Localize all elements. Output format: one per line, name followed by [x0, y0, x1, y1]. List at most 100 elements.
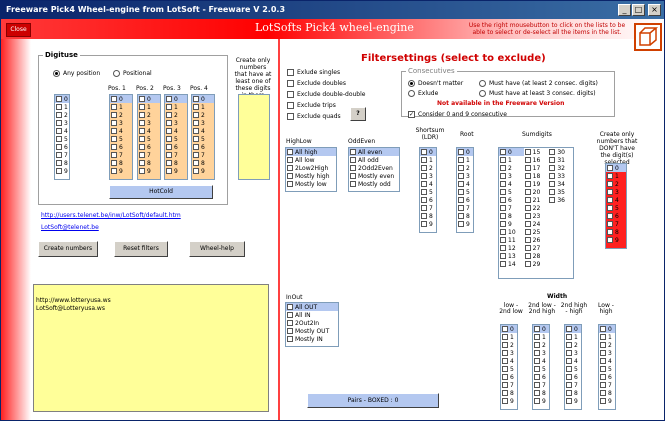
list-item[interactable]: 0	[457, 148, 473, 156]
list-item[interactable]: 0	[420, 148, 436, 156]
list-item[interactable]: 6	[606, 212, 626, 220]
list-item[interactable]: 7	[55, 151, 69, 159]
list-item[interactable]: 0	[138, 95, 160, 103]
list-item[interactable]: 7	[420, 204, 436, 212]
list-item[interactable]: 0	[606, 164, 626, 172]
exclude-checkbox[interactable]: Exclude trips	[287, 102, 336, 109]
list-item[interactable]: 16	[524, 156, 549, 164]
list-item[interactable]: 7	[499, 204, 524, 212]
list-item[interactable]: 2	[165, 111, 187, 119]
list-item[interactable]: 8	[606, 228, 626, 236]
list-item[interactable]: 6	[499, 196, 524, 204]
consider09-checkbox[interactable]: ✓Consider 0 and 9 consecutive	[408, 111, 507, 118]
list-item[interactable]: Mostly high	[286, 172, 336, 180]
list-item[interactable]: 2	[606, 180, 626, 188]
list-item[interactable]: 3	[55, 119, 69, 127]
list-item[interactable]: 26	[524, 236, 549, 244]
list-item[interactable]: 9	[565, 397, 581, 405]
list-item[interactable]: 30	[548, 148, 573, 156]
list-item[interactable]: 5	[165, 135, 187, 143]
list-item[interactable]: 8	[501, 389, 517, 397]
list-item[interactable]: 9	[533, 397, 549, 405]
list-item[interactable]: 27	[524, 244, 549, 252]
list-item[interactable]: All odd	[349, 156, 399, 164]
list-item[interactable]: 2	[55, 111, 69, 119]
list-item[interactable]: 3	[533, 349, 549, 357]
list-item[interactable]: 10	[499, 228, 524, 236]
list-item[interactable]: 4	[501, 357, 517, 365]
list-item[interactable]: 7	[110, 151, 132, 159]
list-item[interactable]: 7	[599, 381, 615, 389]
list-item[interactable]: 1	[165, 103, 187, 111]
reset-filters-button[interactable]: Reset filters	[114, 241, 168, 257]
list-item[interactable]: Mostly even	[349, 172, 399, 180]
list-item[interactable]: 8	[165, 159, 187, 167]
list-item[interactable]: All IN	[286, 311, 338, 319]
list-item[interactable]: 0	[599, 325, 615, 333]
radio-doesnt-matter[interactable]: Doesn't matter	[408, 80, 463, 87]
list-item[interactable]: 2	[138, 111, 160, 119]
list-item[interactable]: 5	[565, 365, 581, 373]
list-item[interactable]: 4	[110, 127, 132, 135]
list-item[interactable]: All OUT	[286, 303, 338, 311]
list-item[interactable]: 5	[499, 188, 524, 196]
list-item[interactable]: 1	[457, 156, 473, 164]
list-item[interactable]: 24	[524, 220, 549, 228]
list-item[interactable]: 4	[606, 196, 626, 204]
list-item[interactable]: 5	[533, 365, 549, 373]
list-item[interactable]: 3	[457, 172, 473, 180]
list-item[interactable]: 4	[599, 357, 615, 365]
output-textarea[interactable]: http://www.lotteryusa.ws LotSoft@Lottery…	[33, 284, 269, 412]
list-item[interactable]: 6	[192, 143, 214, 151]
list-item[interactable]: Mostly odd	[349, 180, 399, 188]
list-item[interactable]: 9	[499, 220, 524, 228]
list-item[interactable]: 6	[55, 143, 69, 151]
list-item[interactable]: 23	[524, 212, 549, 220]
list-item[interactable]: 9	[420, 220, 436, 228]
list-item[interactable]: 4	[420, 180, 436, 188]
list-item[interactable]: 8	[533, 389, 549, 397]
list-item[interactable]: 2	[192, 111, 214, 119]
list-item[interactable]: 20	[524, 188, 549, 196]
list-item[interactable]: 7	[565, 381, 581, 389]
list-item[interactable]: 33	[548, 172, 573, 180]
list-item[interactable]: 9	[599, 397, 615, 405]
list-item[interactable]: 7	[192, 151, 214, 159]
list-item[interactable]: 1	[192, 103, 214, 111]
list-item[interactable]: 3	[165, 119, 187, 127]
list-item[interactable]: 6	[533, 373, 549, 381]
list-item[interactable]: 4	[192, 127, 214, 135]
list-item[interactable]: 11	[499, 236, 524, 244]
list-item[interactable]: 0	[565, 325, 581, 333]
list-item[interactable]: 4	[499, 180, 524, 188]
radio-must-have-3[interactable]: Must have at least 3 consec. digits)	[479, 90, 596, 97]
list-item[interactable]: 9	[165, 167, 187, 175]
list-item[interactable]: 2Odd2Even	[349, 164, 399, 172]
list-item[interactable]: 3	[599, 349, 615, 357]
list-item[interactable]: 3	[501, 349, 517, 357]
list-item[interactable]: 8	[110, 159, 132, 167]
list-item[interactable]: 1	[55, 103, 69, 111]
list-item[interactable]: 17	[524, 164, 549, 172]
maximize-button[interactable]: □	[632, 4, 645, 16]
list-item[interactable]: 2	[599, 341, 615, 349]
list-item[interactable]: 2	[501, 341, 517, 349]
list-item[interactable]: 7	[457, 204, 473, 212]
list-item[interactable]: 9	[55, 167, 69, 175]
list-item[interactable]: 6	[501, 373, 517, 381]
list-item[interactable]: 34	[548, 180, 573, 188]
list-item[interactable]: 1	[606, 172, 626, 180]
list-item[interactable]: 5	[55, 135, 69, 143]
list-item[interactable]: 3	[499, 172, 524, 180]
list-item[interactable]: 14	[499, 260, 524, 268]
radio-positional[interactable]: Positional	[113, 70, 152, 77]
list-item[interactable]: 3	[110, 119, 132, 127]
